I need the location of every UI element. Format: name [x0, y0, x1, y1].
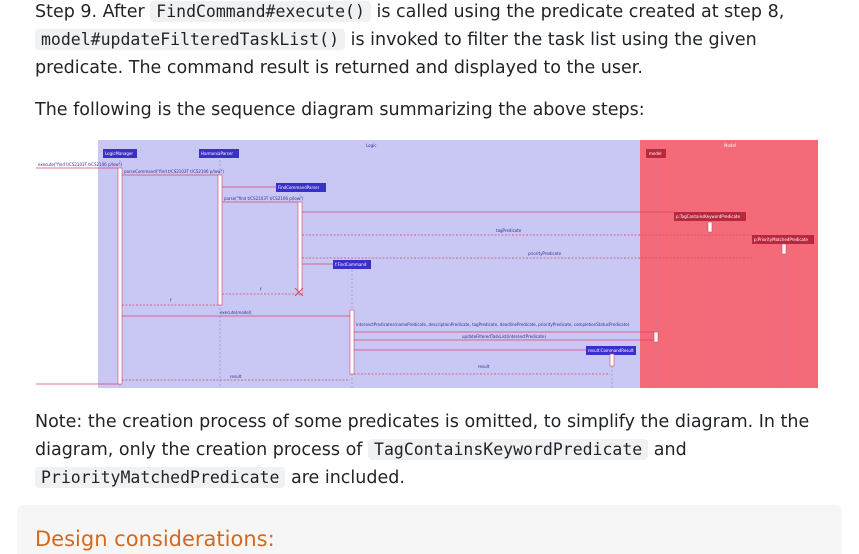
participant-priority-predicate-label: p:PriorityMatchedPredicate: [754, 237, 809, 242]
step-9-paragraph: Step 9. After FindCommand#execute() is c…: [35, 0, 835, 82]
design-considerations-box: [17, 505, 842, 554]
step9-text-2: is called using the predicate created at…: [370, 2, 785, 22]
message-update-filtered-task-list: updateFilteredTaskList(intersectPredicat…: [462, 334, 546, 339]
logic-frame-label: Logic: [366, 143, 376, 148]
participant-find-command-label: f:FindCommand: [335, 262, 367, 267]
note-text-2: and: [648, 440, 687, 460]
participant-parser-label: HarmoniaParser: [201, 151, 233, 156]
participant-result-label: result:CommandResult: [588, 348, 634, 353]
participant-result: [586, 346, 636, 355]
participant-find-parser: [276, 183, 326, 192]
participant-parser: [199, 149, 239, 158]
message-execute: execute("find t/CS2103T t/CS2106 p/low"): [38, 162, 123, 167]
participant-tag-predicate-label: p:TagContainsKeywordPredicate: [676, 214, 740, 219]
code-tag-contains-keyword-predicate: TagContainsKeywordPredicate: [368, 439, 649, 460]
model-frame-label: Model: [724, 143, 736, 148]
code-update-filtered-task-list: model#updateFilteredTaskList(): [35, 29, 346, 50]
model-frame: [640, 140, 818, 388]
message-intersect-predicates: intersectPredicates(namePredicate, descr…: [356, 322, 630, 327]
participant-tag-predicate: [674, 212, 746, 221]
step9-text-1: Step 9. After: [35, 2, 151, 22]
message-execute-model: execute(model): [220, 310, 252, 315]
sequence-diagram: Logic Model LogicManager HarmoniaParser …: [36, 140, 818, 388]
message-f-2: f: [170, 298, 172, 303]
note-paragraph: Note: the creation process of some predi…: [35, 408, 835, 492]
participant-find-parser-label: FindCommandParser: [278, 185, 320, 190]
message-priority-predicate: priorityPredicate: [528, 251, 562, 256]
participant-find-command: [333, 260, 371, 269]
message-parse: parse("find t/CS2103T t/CS2106 p/low"): [224, 196, 304, 201]
message-result-2: result: [230, 374, 242, 379]
note-text-1: Note: the creation process of some predi…: [35, 412, 810, 460]
code-find-command-execute: FindCommand#execute(): [150, 1, 371, 22]
message-tag-predicate: tagPredicate: [496, 228, 522, 233]
sequence-diagram-intro: The following is the sequence diagram su…: [35, 100, 645, 120]
note-text-3: are included.: [285, 468, 405, 488]
message-f-1: f: [260, 287, 262, 292]
code-priority-matched-predicate: PriorityMatchedPredicate: [35, 467, 286, 488]
participant-model: [646, 149, 666, 158]
participant-priority-predicate: [752, 235, 814, 244]
participant-logic-manager: [103, 149, 137, 158]
message-parse-command: parseCommand("find t/CS2103T t/CS2106 p/…: [124, 169, 224, 174]
design-considerations-heading: Design considerations:: [35, 527, 275, 551]
participant-logic-manager-label: LogicManager: [105, 151, 133, 156]
participant-model-label: model: [649, 151, 661, 156]
message-result-1: result: [478, 364, 490, 369]
step9-text-3: is invoked to filter the task list using…: [35, 30, 757, 78]
